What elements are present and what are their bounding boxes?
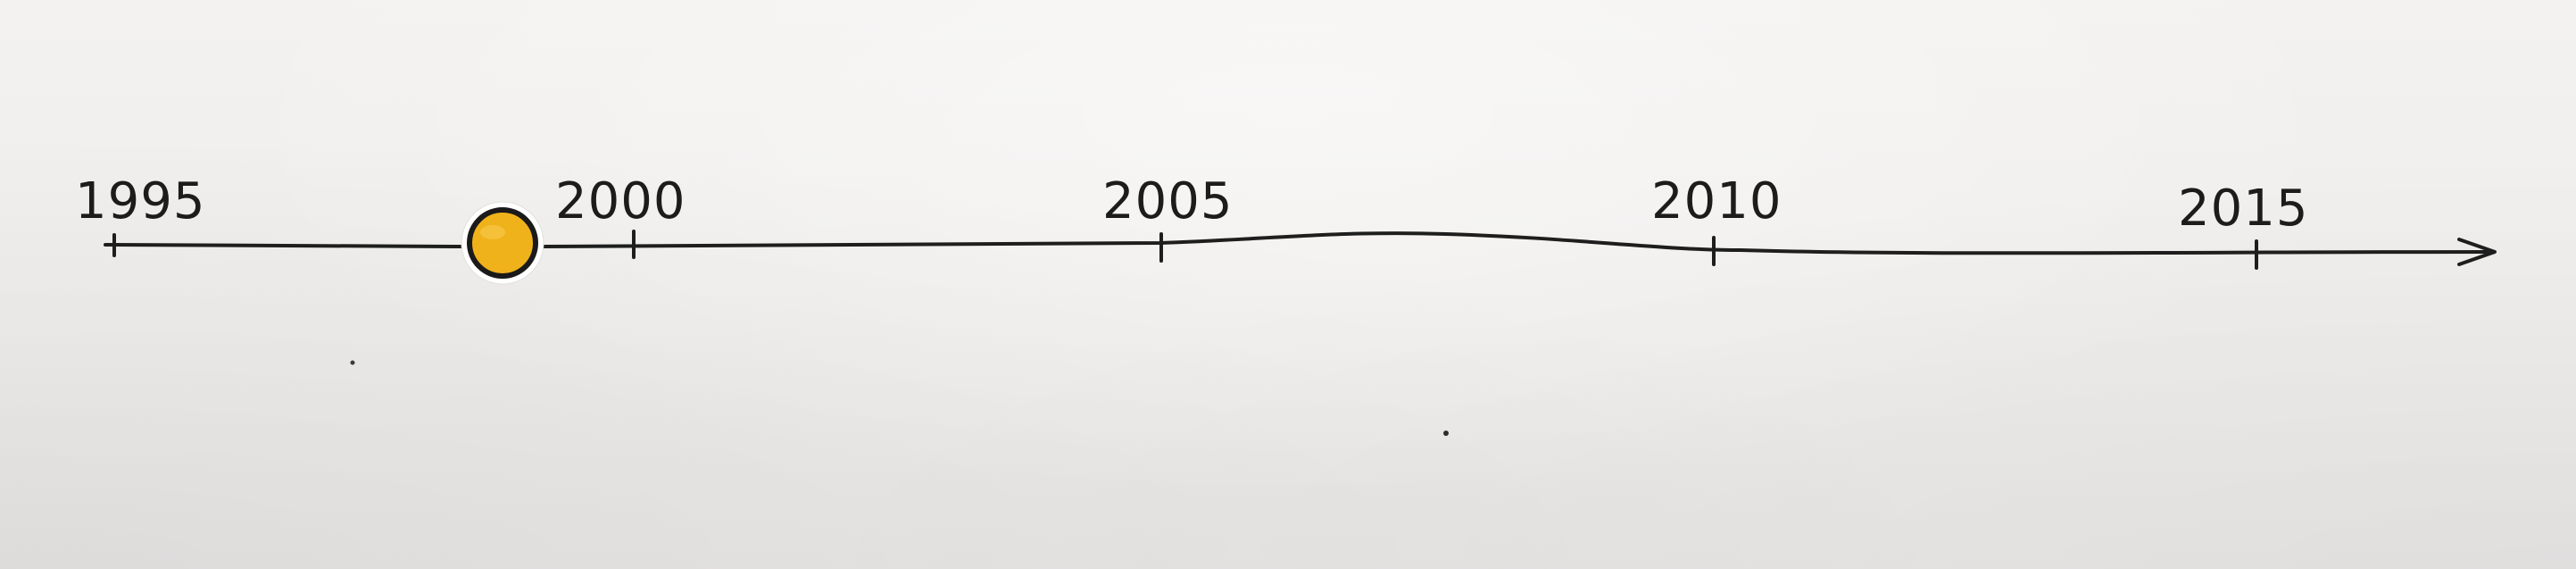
paper-speck	[1443, 431, 1449, 436]
timeline-axis-line	[104, 231, 2492, 255]
timeline-arrowhead	[2457, 238, 2497, 266]
event-marker-shine	[480, 225, 505, 239]
tick-label-2010: 2010	[1651, 172, 1782, 230]
tick-label-2015: 2015	[2178, 180, 2309, 238]
tick-label-2000: 2000	[555, 172, 686, 230]
tick-label-2005: 2005	[1102, 172, 1234, 230]
event-marker[interactable]	[461, 201, 544, 285]
paper-speck	[350, 360, 355, 365]
event-marker-dot	[467, 207, 538, 279]
tick-label-1995: 1995	[75, 172, 206, 230]
